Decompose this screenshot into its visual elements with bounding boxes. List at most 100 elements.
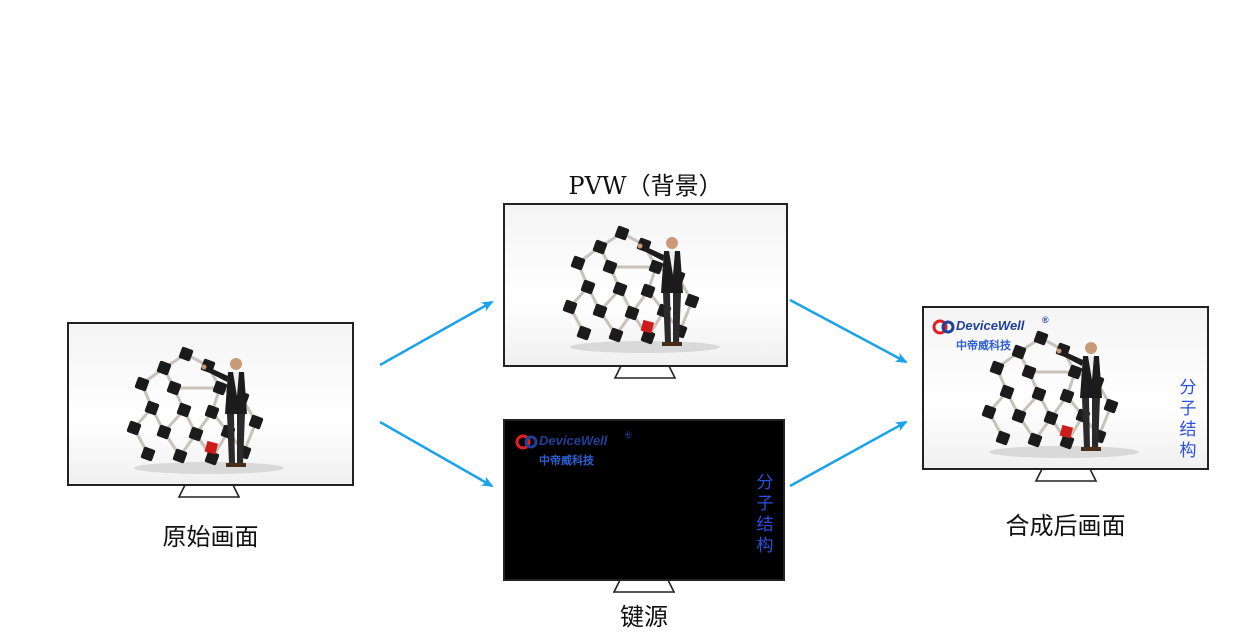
molecule-node xyxy=(204,450,220,466)
molecule-node xyxy=(1021,364,1037,380)
presenter-leg-left xyxy=(1082,398,1090,448)
molecule-node xyxy=(140,446,156,462)
presenter-jacket xyxy=(225,372,247,414)
molecule-scene-icon xyxy=(562,225,720,353)
molecule-node xyxy=(1027,432,1043,448)
pvw-caption: PVW（背景） xyxy=(568,172,723,200)
monitor-stand-icon xyxy=(1034,469,1098,482)
vertical-caption: 分子结构 xyxy=(1179,378,1197,461)
presenter-leg-left xyxy=(663,293,671,343)
screen-key: DeviceWell ® 中帝威科技 分子结构 xyxy=(503,419,785,581)
presenter-figure xyxy=(637,237,683,346)
arrow-key-to-composite xyxy=(789,420,908,488)
logo-wordmark: DeviceWell xyxy=(956,318,1025,333)
monitor-pvw xyxy=(503,203,788,379)
vertical-caption: 分子结构 xyxy=(756,473,774,556)
devicewell-logo-icon: DeviceWell ® 中帝威科技 xyxy=(515,430,645,469)
molecule-node xyxy=(134,376,150,392)
presenter-arm xyxy=(1059,350,1083,366)
devicewell-logo-icon: DeviceWell ® 中帝威科技 xyxy=(932,315,1062,354)
logo-chinese-name: 中帝威科技 xyxy=(956,339,1011,352)
molecule-node xyxy=(1059,388,1075,404)
molecule-node xyxy=(1043,410,1059,426)
molecule-node xyxy=(612,281,628,297)
presenter-leg-right xyxy=(673,293,681,343)
molecule-node xyxy=(608,327,624,343)
presenter-leg-left xyxy=(227,414,235,464)
molecule-node xyxy=(684,293,700,309)
molecule-node xyxy=(176,402,192,418)
presenter-shoe-left xyxy=(662,342,672,346)
floor-shadow xyxy=(134,462,284,474)
arrow-pvw-to-composite xyxy=(789,298,908,364)
molecule-scene-icon xyxy=(981,330,1139,458)
molecule-node xyxy=(648,259,664,275)
presenter-figure xyxy=(201,358,247,467)
molecule-node xyxy=(981,404,997,420)
molecule-node xyxy=(1033,330,1049,346)
logo-chinese-name: 中帝威科技 xyxy=(539,454,594,467)
presenter-shoe-left xyxy=(1081,447,1091,451)
molecule-node xyxy=(989,360,1005,376)
composite-caption: 合成后画面 xyxy=(1005,512,1126,540)
molecule-node xyxy=(570,255,586,271)
presenter-leg-right xyxy=(237,414,245,464)
logo-mark-icon xyxy=(515,434,538,450)
molecule-node xyxy=(188,426,204,442)
monitor-stand-icon xyxy=(613,366,677,379)
presenter-head xyxy=(1085,342,1097,354)
presenter-shoe-left xyxy=(226,463,236,467)
molecule-node xyxy=(156,360,172,376)
presenter-shirt xyxy=(669,251,675,275)
molecule-node xyxy=(204,404,220,420)
molecule-node xyxy=(212,380,228,396)
presenter-hand xyxy=(637,243,643,249)
molecule-node xyxy=(144,400,160,416)
molecule-node xyxy=(640,329,656,345)
molecule-node xyxy=(166,380,182,396)
presenter-shirt xyxy=(233,372,239,396)
red-cube xyxy=(204,440,219,455)
original-caption: 原始画面 xyxy=(162,523,259,551)
presenter-shirt xyxy=(1088,356,1094,380)
presenter-jacket xyxy=(1080,356,1102,398)
molecule-node xyxy=(1067,364,1083,380)
molecule-node xyxy=(592,239,608,255)
molecule-node xyxy=(602,259,618,275)
floor-shadow xyxy=(989,446,1139,458)
arrow-original-to-key xyxy=(379,420,494,488)
molecule-node xyxy=(1011,408,1027,424)
red-cube xyxy=(640,319,655,334)
logo-registered: ® xyxy=(1042,315,1049,325)
monitor-stand-icon xyxy=(177,485,241,498)
molecule-node xyxy=(624,305,640,321)
monitor-composite: DeviceWell ® 中帝威科技 分子结构 xyxy=(922,306,1209,482)
presenter-shoe-right xyxy=(1091,447,1101,451)
key-caption: 键源 xyxy=(620,603,668,631)
screen-pvw xyxy=(503,203,788,367)
molecule-node xyxy=(640,283,656,299)
molecule-node xyxy=(995,430,1011,446)
molecule-node xyxy=(178,346,194,362)
logo-wordmark: DeviceWell xyxy=(539,433,608,448)
molecule-scene-icon xyxy=(126,346,284,474)
presenter-leg-right xyxy=(1092,398,1100,448)
monitor-stand-icon xyxy=(612,580,676,593)
molecule-node xyxy=(576,325,592,341)
presenter-shoe-right xyxy=(672,342,682,346)
presenter-jacket xyxy=(661,251,683,293)
logo-registered: ® xyxy=(625,430,632,440)
molecule-node xyxy=(1059,434,1075,450)
floor-shadow xyxy=(570,341,720,353)
presenter-arm xyxy=(640,245,664,261)
presenter-shoe-right xyxy=(236,463,246,467)
screen-composite: DeviceWell ® 中帝威科技 分子结构 xyxy=(922,306,1209,470)
arrow-original-to-pvw xyxy=(379,300,494,367)
molecule-node xyxy=(614,225,630,241)
screen-original xyxy=(67,322,354,486)
molecule-node xyxy=(172,448,188,464)
molecule-node xyxy=(562,299,578,315)
presenter-head xyxy=(666,237,678,249)
presenter-hand xyxy=(201,364,207,370)
